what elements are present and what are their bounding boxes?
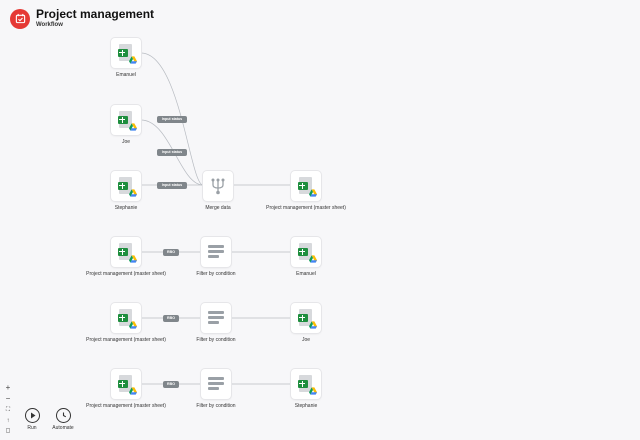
node-label: Project management (master sheet) — [86, 337, 166, 343]
google-sheets-icon — [118, 111, 132, 128]
google-drive-icon — [129, 321, 137, 329]
merge-data-node[interactable] — [203, 171, 233, 201]
filter-node[interactable] — [201, 237, 231, 267]
google-sheets-icon — [118, 243, 132, 260]
sheet-node-master[interactable] — [291, 171, 321, 201]
node-label: Project management (master sheet) — [86, 271, 166, 277]
google-sheets-icon — [118, 44, 132, 61]
run-button[interactable]: Run — [17, 408, 47, 431]
node-label: Joe — [301, 337, 311, 343]
sheet-node-joe[interactable] — [291, 303, 321, 333]
page-title: Project management — [36, 7, 155, 21]
filter-rows-icon — [208, 245, 224, 259]
filter-node[interactable] — [201, 303, 231, 333]
google-drive-icon — [309, 387, 317, 395]
google-drive-icon — [309, 255, 317, 263]
calendar-check-icon — [10, 8, 30, 29]
zoom-in-button[interactable]: + — [5, 383, 11, 392]
google-sheets-icon — [118, 375, 132, 392]
minimap-button[interactable]: ◻ — [5, 428, 11, 434]
node-label: Filter by condition — [196, 271, 236, 277]
sheet-node-stephanie[interactable] — [111, 171, 141, 201]
google-sheets-icon — [298, 243, 312, 260]
fit-view-button[interactable]: ⛶ — [5, 407, 11, 413]
node-label: Filter by condition — [196, 337, 236, 343]
zoom-out-button[interactable]: − — [5, 394, 11, 403]
google-sheets-icon — [298, 177, 312, 194]
automate-button[interactable]: Automate — [48, 408, 78, 431]
google-sheets-icon — [118, 177, 132, 194]
google-drive-icon — [309, 321, 317, 329]
google-drive-icon — [129, 255, 137, 263]
sheet-node-stephanie[interactable] — [291, 369, 321, 399]
node-label: Joe — [121, 139, 131, 145]
google-sheets-icon — [298, 309, 312, 326]
sheet-node-master[interactable] — [111, 303, 141, 333]
filter-node[interactable] — [201, 369, 231, 399]
filter-rows-icon — [208, 377, 224, 391]
google-sheets-icon — [298, 375, 312, 392]
sheet-node-emanuel[interactable] — [111, 38, 141, 68]
node-label: Emanuel — [116, 72, 136, 78]
input-status-pill[interactable]: Input status — [157, 149, 187, 156]
node-label: Filter by condition — [196, 403, 236, 409]
scroll-up-button[interactable]: ↑ — [6, 418, 10, 424]
google-drive-icon — [309, 189, 317, 197]
google-drive-icon — [129, 387, 137, 395]
page-subtitle: Workflow — [36, 22, 63, 28]
input-status-pill[interactable]: Input status — [157, 182, 187, 189]
rbo-pill[interactable]: RBO — [163, 381, 179, 388]
rbo-pill[interactable]: RBO — [163, 315, 179, 322]
google-drive-icon — [129, 56, 137, 64]
filter-rows-icon — [208, 311, 224, 325]
sheet-node-joe[interactable] — [111, 105, 141, 135]
node-label: Project management (master sheet) — [266, 205, 346, 211]
node-label: Project management (master sheet) — [86, 403, 166, 409]
run-label: Run — [27, 425, 37, 431]
google-drive-icon — [129, 189, 137, 197]
node-label: Emanuel — [296, 271, 316, 277]
sheet-node-emanuel[interactable] — [291, 237, 321, 267]
google-sheets-icon — [118, 309, 132, 326]
sheet-node-master[interactable] — [111, 237, 141, 267]
merge-icon — [211, 178, 225, 195]
automate-clock-icon — [55, 408, 71, 423]
workflow-header: Project management Workflow — [10, 8, 154, 29]
node-label: Merge data — [205, 205, 231, 211]
sheet-node-master[interactable] — [111, 369, 141, 399]
play-icon — [24, 408, 40, 423]
automate-label: Automate — [52, 425, 74, 431]
google-drive-icon — [129, 123, 137, 131]
node-label: Stephanie — [114, 205, 138, 211]
node-label: Stephanie — [294, 403, 318, 409]
rbo-pill[interactable]: RBO — [163, 249, 179, 256]
input-status-pill[interactable]: Input status — [157, 116, 187, 123]
